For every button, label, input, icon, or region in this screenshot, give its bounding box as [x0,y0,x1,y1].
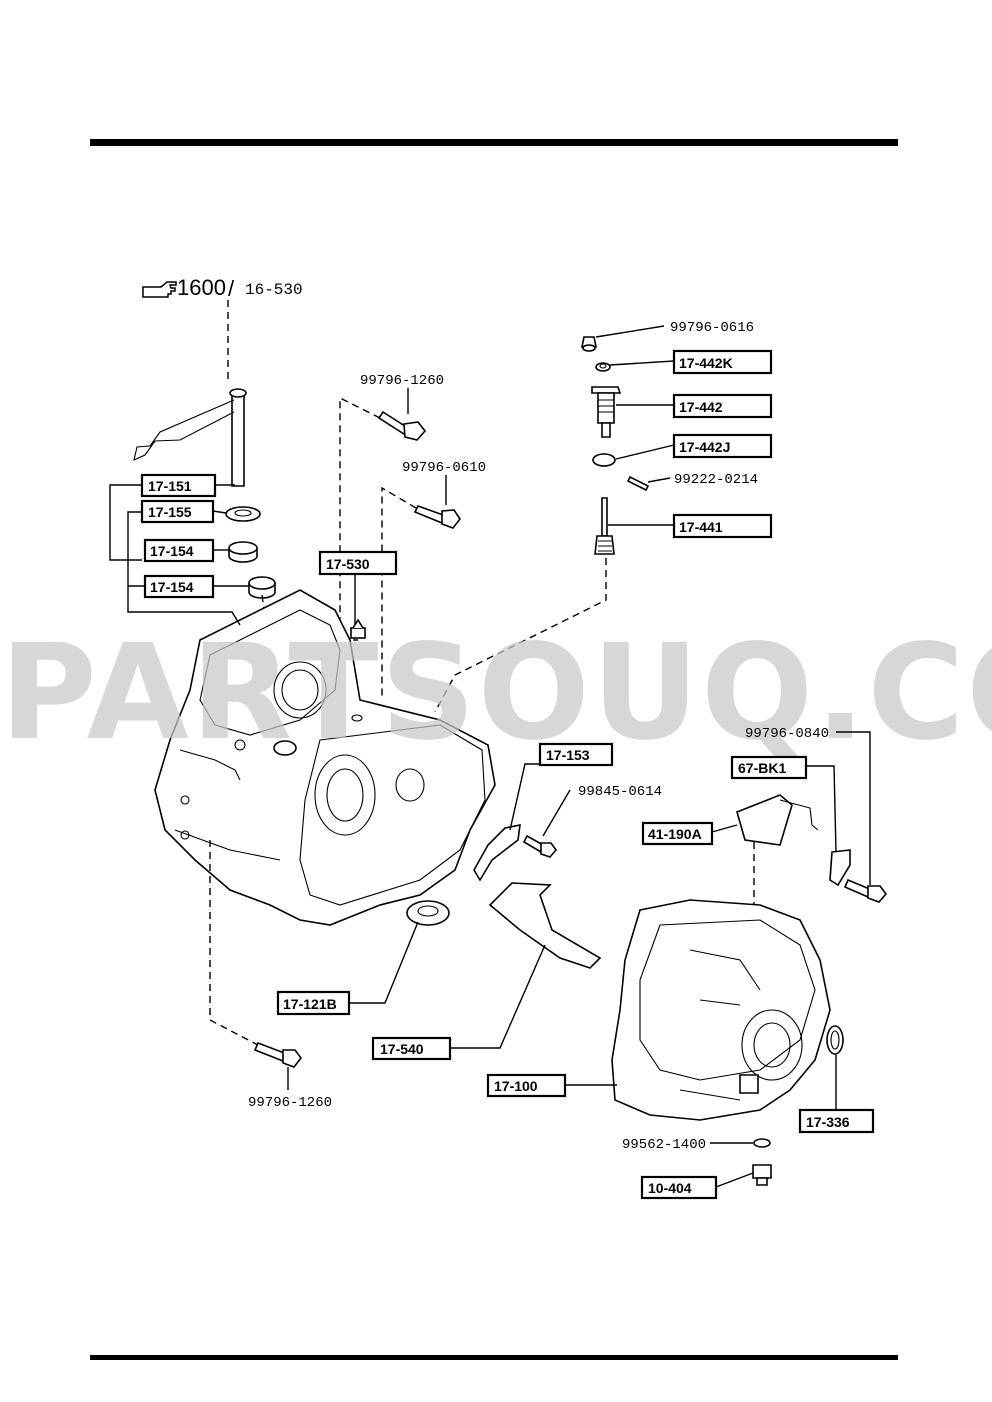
speedometer-gear-assembly [434,336,650,713]
callout-17-153: 17-153 [538,742,614,767]
ring-17-336 [826,1025,844,1055]
callout-text: 17-154 [150,543,194,559]
shift-lever-assembly [133,300,247,487]
leader-lines [109,325,871,1188]
callout-17-100: 17-100 [486,1073,567,1098]
callout-10-404: 10-404 [640,1175,718,1200]
callout-17-336: 17-336 [798,1108,875,1134]
bushing-17-154-lower [248,576,276,599]
bracket-67-bk1 [829,849,851,887]
bolt-99796-1260-top [377,410,427,441]
bushing-17-154-upper [228,541,258,563]
callout-17-121b: 17-121B [276,990,351,1016]
reference-separator: / [228,276,235,301]
callout-67-bk1: 67-BK1 [730,755,808,780]
callout-text: 99796-1260 [248,1095,332,1111]
callout-99796-1260-top: 99796-1260 [360,373,444,389]
bottom-rule [90,1355,898,1360]
callout-17-151: 17-151 [140,473,217,498]
callout-99796-0840: 99796-0840 [745,726,829,742]
callout-17-442j: 17-442J [672,433,773,459]
callout-text: 99796-1260 [360,373,444,389]
callout-text: 99796-0616 [670,320,754,336]
transmission-case [611,899,831,1121]
plate-17-540 [488,882,602,969]
callout-17-154-lower: 17-154 [143,574,215,599]
callout-99796-0616: 99796-0616 [670,320,754,336]
callout-text: 99562-1400 [622,1137,706,1153]
callout-text: 17-121B [283,996,337,1012]
seal-17-155 [225,506,261,522]
callout-text: 17-100 [494,1078,538,1094]
callout-text: 99845-0614 [578,784,662,800]
callout-text: 17-442K [679,355,733,371]
callout-99562-1400: 99562-1400 [622,1137,706,1153]
top-rule [90,139,898,146]
callout-text: 41-190A [648,826,702,842]
breather-17-530 [350,618,366,639]
callout-99222-0214: 99222-0214 [674,472,758,488]
watermark: PARTSOUQ.COM [0,616,992,770]
callout-17-155: 17-155 [140,499,215,524]
callout-text: 17-441 [679,519,723,535]
callout-text: 17-540 [380,1041,424,1057]
callout-99796-1260-bottom: 99796-1260 [248,1095,332,1111]
callout-text: 17-151 [148,478,192,494]
clutch-housing [154,589,496,926]
callout-17-540: 17-540 [371,1036,452,1061]
callout-text: 17-442 [679,399,723,415]
callout-17-154-upper: 17-154 [143,538,215,563]
callout-text: 99796-0840 [745,726,829,742]
callout-text: 17-530 [326,556,370,572]
seal-17-121b [406,900,450,926]
pointing-hand-icon [142,281,177,298]
callout-99845-0614: 99845-0614 [578,784,662,800]
callout-text: 67-BK1 [738,760,786,776]
callout-99796-0610: 99796-0610 [402,460,486,476]
clip-17-153 [473,823,521,882]
callout-text: 17-336 [806,1114,850,1130]
bracket-41-190a [736,794,819,846]
bolt-99796-1260-bottom [253,1041,303,1068]
callout-text: 17-154 [150,579,194,595]
callout-41-190a: 41-190A [641,821,714,846]
callout-text: 10-404 [648,1180,692,1196]
bolt-99845-0614 [522,834,558,858]
callout-17-441: 17-441 [672,513,773,539]
callout-17-530: 17-530 [318,550,398,576]
callout-text: 17-442J [679,439,730,455]
callout-text: 99796-0610 [402,460,486,476]
callout-text: 99222-0214 [674,472,758,488]
callout-17-442: 17-442 [672,393,773,419]
reference-sub-number: 16-530 [245,281,303,299]
reference-main-number: 1600 [177,275,226,300]
plug-10-404 [752,1164,772,1186]
callout-17-442k: 17-442K [672,349,773,375]
bolt-99796-0840 [843,878,888,903]
reference-pointer: 1600 / 16-530 [142,275,303,301]
callout-text: 17-153 [546,747,590,763]
bolt-99796-0610 [413,505,461,529]
callout-text: 17-155 [148,504,192,520]
washer-99562-1400 [753,1138,771,1148]
